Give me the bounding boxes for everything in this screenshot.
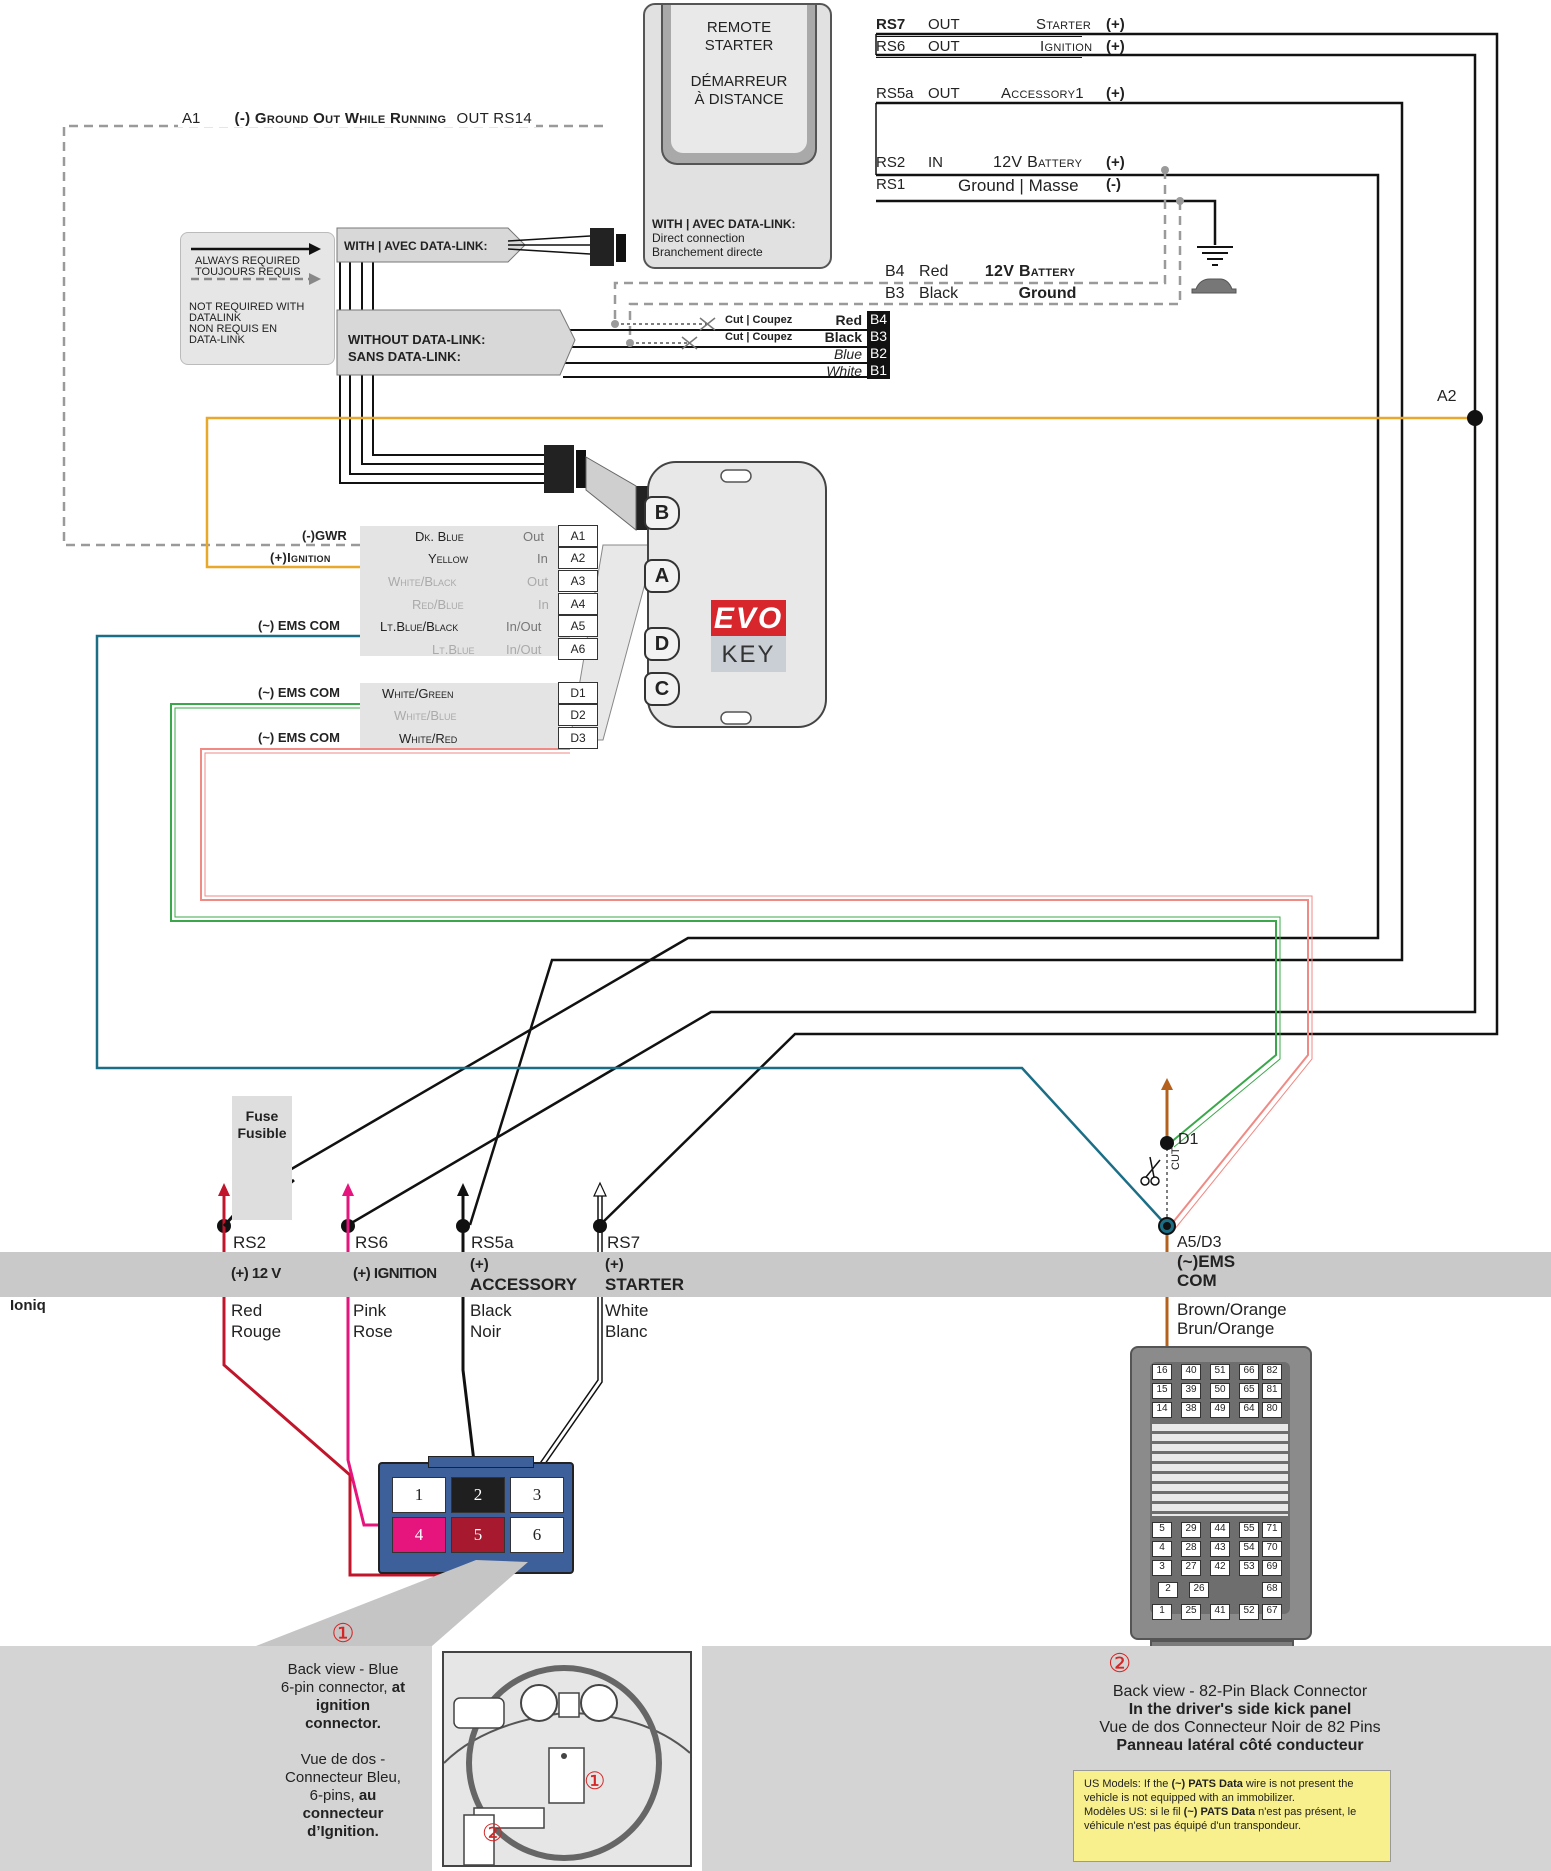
terminal-rs5a-color: Black Noir: [470, 1301, 512, 1341]
module-port-c: C: [644, 672, 680, 706]
panel-6pin-info: [0, 1646, 432, 1871]
terminal-rs7-color: White Blanc: [605, 1301, 649, 1341]
legend-always-en: ALWAYS REQUIRED: [195, 255, 300, 267]
location-2-marker: ②: [482, 1820, 504, 1847]
rs1-row: RS1 Ground | Masse (-): [876, 176, 1121, 195]
terminal-rs5a-func: (+) ACCESSORY: [470, 1256, 578, 1294]
b4-label: B4 Red 12V Battery: [885, 263, 1076, 280]
terminal-rs6-func: (+) IGNITION: [353, 1265, 437, 1282]
rs5a-row: RS5a OUT Accessory1 (+): [876, 85, 1125, 102]
chassis-car-icon: [1191, 278, 1237, 294]
legend-not-req-2: DATALINK: [189, 312, 242, 324]
panel1-text: Back view - Blue 6-pin connector, at ign…: [280, 1661, 406, 1840]
wire-rs5a-accessory: [468, 101, 1404, 1226]
panel-dashboard: ① ②: [432, 1646, 702, 1871]
wire-a5-ems-teal: [95, 634, 1168, 1227]
terminal-rs7-func: (+) STARTER: [605, 1256, 685, 1294]
b-pins-block: B4 B3 B2 B1: [867, 311, 890, 379]
cut-scissors-icon: [1140, 1156, 1161, 1186]
terminal-rs6: RS6: [355, 1233, 389, 1252]
key-logo: KEY: [721, 641, 776, 668]
ground-out-label: A1 (-) Ground Out While Running OUT RS14: [178, 110, 537, 127]
wire-d1-green: [170, 703, 1277, 1144]
remote-starter-unit: REMOTE STARTER DÉMARREUR À DISTANCE WITH…: [643, 3, 832, 269]
vehicle-model: Ioniq: [10, 1297, 46, 1314]
rs6-row: RS6 OUT Ignition (+): [876, 38, 1125, 55]
legend-not-req-4: DATA-LINK: [189, 334, 245, 346]
terminal-rs7: RS7: [607, 1233, 641, 1252]
module-port-b: B: [644, 496, 680, 530]
ems-a5d3-label: A5/D3: [1177, 1234, 1222, 1251]
dashboard-illustration: [443, 1665, 691, 1866]
fuse-box: [232, 1096, 292, 1220]
wire-rs7-starter: [599, 32, 1499, 1226]
wire-rs1-ground: [876, 199, 1217, 245]
evo-logo: EVO: [713, 602, 784, 635]
vehicle-band: [0, 1252, 1551, 1297]
panel1-number: ①: [331, 1618, 355, 1648]
remote-starter-title-fr: DÉMARREUR À DISTANCE: [690, 73, 788, 108]
wire-b3-dashed: [628, 201, 1182, 343]
a2-junction-label: A2: [1437, 388, 1457, 405]
wire-d3-salmon: [200, 748, 1309, 1227]
fuse-label: Fuse Fusible: [237, 1108, 287, 1141]
connector82-pin-grid: 16 40 51 66 82 15 39 50 65 81 14 38 49 6…: [1152, 1364, 1288, 1620]
legend-not-req-3: NON REQUIS EN: [189, 323, 278, 335]
terminal-rs2-func: (+) 12 V: [231, 1265, 281, 1282]
ems-func: (~)EMS COM: [1177, 1252, 1236, 1290]
ems-color: Brown/Orange Brun/Orange: [1177, 1300, 1287, 1338]
with-datalink-label: WITH | AVEC DATA-LINK:: [344, 239, 488, 253]
location-1-marker: ①: [584, 1768, 606, 1795]
without-datalink-label: WITHOUT DATA-LINK: SANS DATA-LINK:: [348, 332, 486, 364]
wire-rs6-ignition: [347, 53, 1477, 1227]
blue-6pin-connector: 1 2 3 4 5 6: [378, 1456, 574, 1574]
legend-always-fr: TOUJOURS REQUIS: [195, 266, 301, 278]
panel2-number: ②: [1108, 1648, 1132, 1678]
black-82pin-connector: 16 40 51 66 82 15 39 50 65 81 14 38 49 6…: [1130, 1346, 1312, 1640]
panel2-text: Back view - 82-Pin Black Connector In th…: [1099, 1683, 1381, 1754]
ground-symbol: [1197, 246, 1233, 266]
terminal-rs2-color: Red Rouge: [231, 1301, 282, 1341]
pats-data-note: US Models: If the (~) PATS Data wire is …: [1073, 1770, 1391, 1862]
ems-d1-label: D1: [1178, 1131, 1199, 1148]
legend-box: ALWAYS REQUIRED TOUJOURS REQUIS NOT REQU…: [180, 232, 335, 365]
remote-starter-title-en: REMOTE STARTER: [704, 19, 774, 54]
wire-b4-dashed: [613, 170, 1167, 324]
module-port-d: D: [644, 627, 680, 661]
wire-rs2-battery: [275, 173, 1380, 1180]
terminal-rs2: RS2: [233, 1233, 267, 1252]
terminal-rs6-color: Pink Rose: [353, 1301, 393, 1341]
module-port-a: A: [644, 559, 680, 593]
datalink-note: WITH | AVEC DATA-LINK: Direct connection…: [652, 217, 796, 259]
rs2-row: RS2 IN 12V Battery (+): [876, 154, 1125, 171]
b3-label: B3 Black Ground: [885, 285, 1077, 302]
rs7-row: RS7 OUT Starter (+): [876, 16, 1125, 33]
legend-not-req-1: NOT REQUIRED WITH: [189, 301, 305, 313]
terminal-rs5a: RS5a: [471, 1233, 514, 1252]
